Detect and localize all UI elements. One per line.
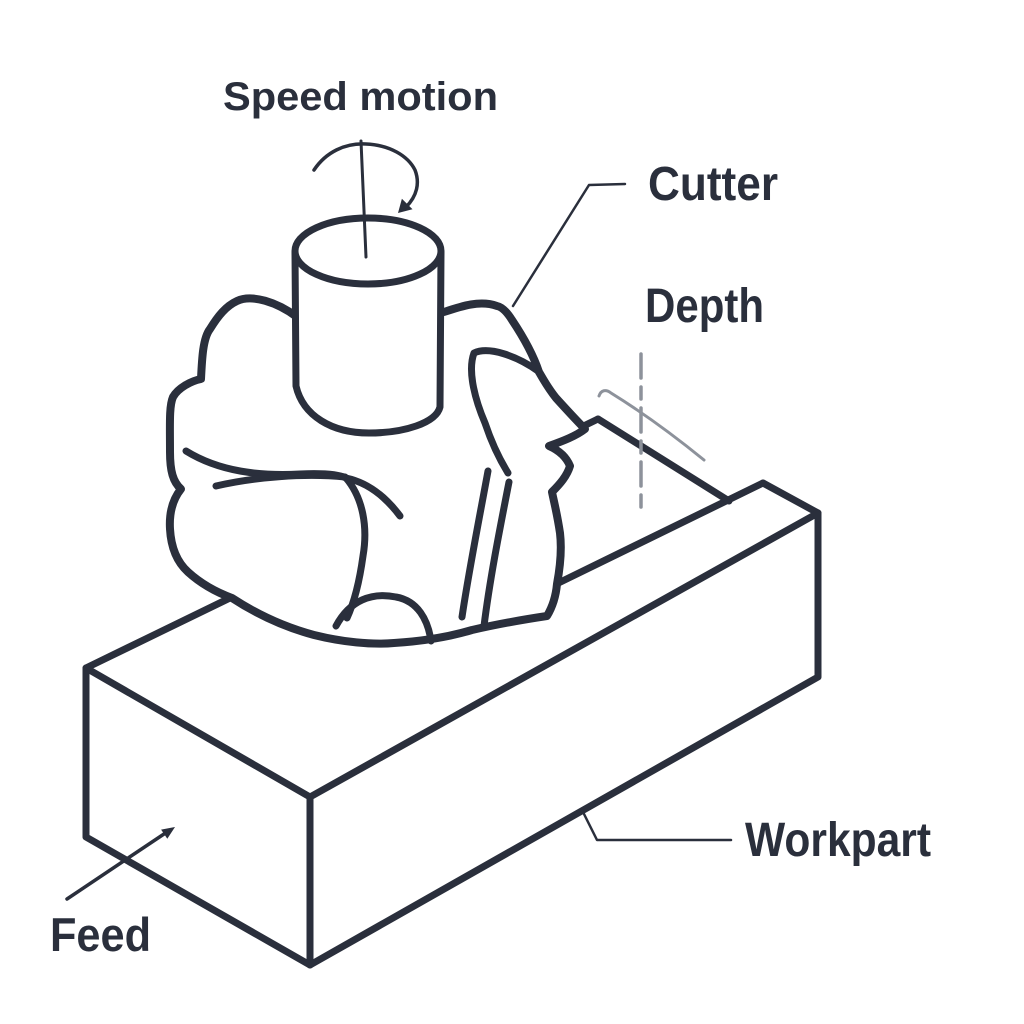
arbor-top-ellipse: [291, 214, 445, 288]
rotation-arrowhead: [398, 198, 413, 213]
milling-cutter: [165, 294, 589, 648]
cutter-tooth-inner-curve: [468, 347, 542, 477]
feed-arrowhead: [161, 827, 175, 839]
feed-arrow-icon: [65, 827, 175, 901]
right-insert-line-1: [458, 467, 492, 621]
arbor-cylinder: [291, 214, 445, 437]
cutter-silhouette: [165, 294, 589, 648]
depth-annotation: [597, 352, 706, 513]
cutter-bottom-arch: [332, 592, 435, 645]
spindle-axis-line: [359, 139, 368, 259]
depth-label: Depth: [645, 280, 764, 333]
workpart-step-edge: [594, 415, 733, 505]
workpart-step-top-edge: [759, 479, 822, 517]
rotation-arrow-icon: [312, 142, 419, 213]
workpart-leader-line: [580, 808, 733, 842]
depth-surface-curve: [597, 389, 706, 462]
cutter-label: Cutter: [648, 158, 778, 211]
feed-arrow-line: [65, 832, 166, 901]
insert-plate-top-edge: [212, 471, 349, 490]
workpart-label: Workpart: [745, 814, 931, 867]
cutter-leader-line: [511, 182, 627, 308]
cutter-face-hook-line: [342, 474, 404, 520]
right-insert-line-2: [480, 478, 513, 630]
rotation-arc: [312, 142, 419, 209]
feed-label: Feed: [50, 908, 151, 961]
arbor-body: [291, 248, 445, 437]
cutter-flute-lines: [182, 347, 542, 645]
speed-motion-label: Speed motion: [223, 75, 498, 119]
